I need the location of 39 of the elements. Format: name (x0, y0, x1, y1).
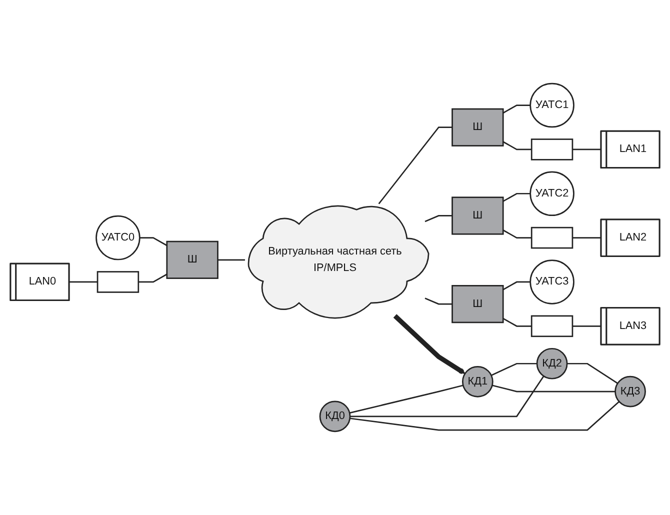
connector (218, 259, 245, 261)
node-box: Ш (452, 285, 504, 324)
connector (378, 126, 452, 204)
connector (350, 376, 544, 418)
arrow (393, 314, 466, 374)
connector (572, 237, 601, 238)
connector (502, 104, 530, 114)
connector (69, 281, 98, 283)
connector (424, 298, 452, 305)
node-circle: КД0 (319, 400, 351, 432)
connector (502, 230, 532, 238)
node-circle: УАТС2 (530, 171, 574, 216)
node-box (530, 315, 574, 338)
node-circle: КД1 (462, 366, 494, 398)
node-box: Ш (166, 240, 218, 279)
connector (138, 274, 168, 283)
node-circle: КД3 (614, 376, 646, 408)
connector (349, 384, 464, 414)
connector (424, 215, 452, 222)
node-box (96, 271, 140, 293)
connector (502, 141, 532, 150)
node-circle: УАТС0 (96, 215, 140, 260)
node-box: Ш (452, 196, 504, 235)
connector (567, 362, 618, 384)
node-circle: КД2 (536, 348, 568, 380)
connector (491, 362, 538, 376)
connector (140, 237, 168, 246)
connector (572, 148, 601, 150)
connector (502, 192, 530, 202)
connector (350, 401, 620, 431)
node-circle: УАТС1 (530, 82, 574, 128)
node-box (530, 138, 574, 160)
node-box (530, 226, 574, 249)
connector (492, 384, 616, 392)
node-circle: УАТС3 (530, 260, 574, 304)
connector (572, 325, 601, 327)
node-box: Ш (452, 108, 504, 146)
connector (502, 318, 532, 327)
connector (502, 281, 530, 290)
